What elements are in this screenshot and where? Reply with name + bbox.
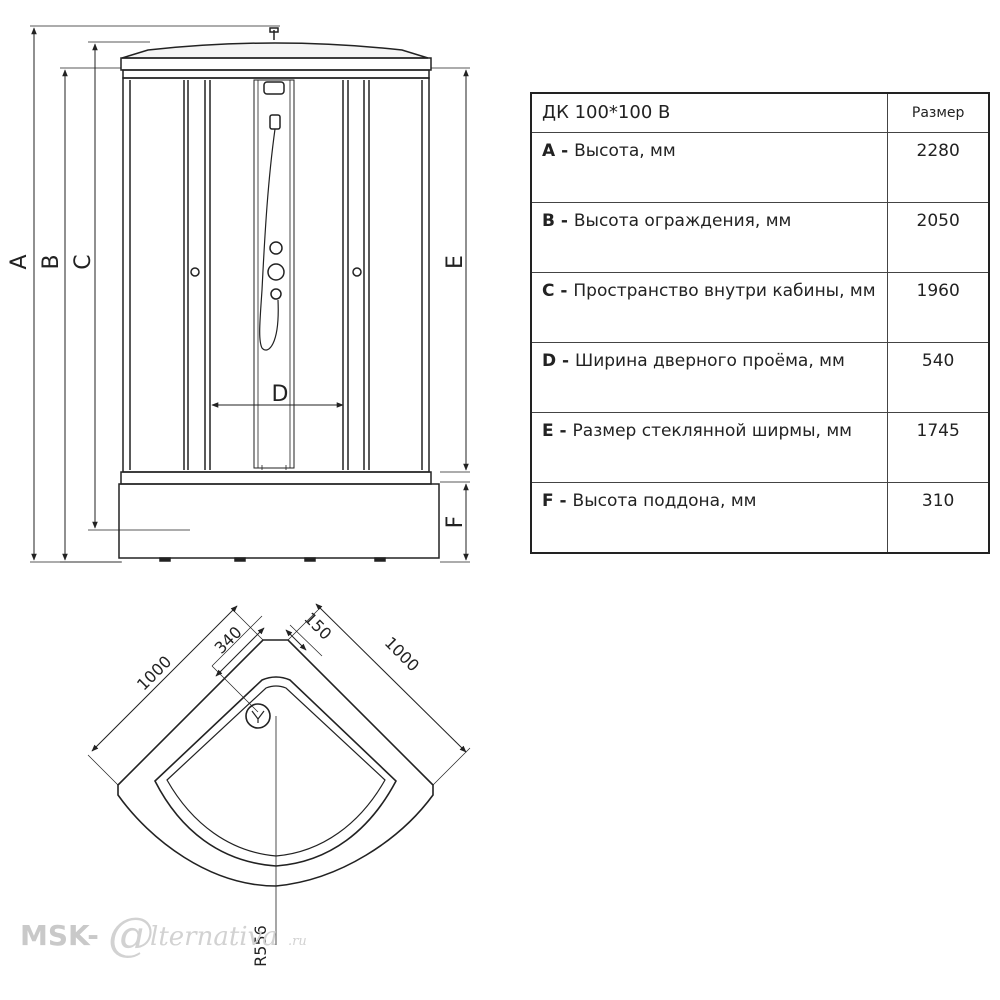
label-a: A [7, 254, 32, 269]
shower-hose [259, 128, 279, 351]
label-side-right: 1000 [381, 633, 423, 675]
svg-text:MSK-: MSK- [20, 919, 99, 952]
table-row: F - Высота поддона, мм 310 [530, 482, 990, 554]
watermark-logo: MSK- @ lternativa .ru [20, 907, 307, 961]
label-f: F [443, 516, 468, 529]
cabin-roof [121, 42, 429, 59]
shower-tray [118, 483, 440, 559]
control-knob-3 [270, 288, 282, 300]
svg-text:lternativa: lternativa [150, 922, 278, 952]
label-150: 150 [300, 609, 335, 644]
label-radius: R556 [251, 925, 270, 967]
door-handle-left [190, 267, 200, 277]
specifications-table: ДК 100*100 В Размер A - Высота, мм 2280 … [530, 92, 990, 554]
label-side-left: 1000 [133, 652, 175, 694]
rain-shower-head [263, 81, 285, 95]
table-row: C - Пространство внутри кабины, мм 1960 [530, 272, 990, 343]
control-knob-1 [269, 241, 283, 255]
cabin-top-frame [120, 57, 432, 71]
label-b: B [39, 254, 64, 269]
tray-dimensions [87, 603, 471, 945]
tray-basin-outer [154, 676, 397, 867]
table-row: B - Высота ограждения, мм 2050 [530, 202, 990, 273]
label-e: E [443, 255, 468, 269]
cabin-front-view [118, 27, 440, 562]
shower-panel [253, 79, 295, 469]
door-handle-right [352, 267, 362, 277]
control-knob-2 [267, 263, 285, 281]
dimension-side-left [91, 605, 238, 752]
svg-text:@: @ [108, 907, 154, 961]
cabin-glass-enclosure [122, 77, 430, 473]
label-c: C [71, 254, 96, 269]
dimension-340 [215, 627, 265, 677]
table-row: A - Высота, мм 2280 [530, 132, 990, 203]
dimension-150 [285, 629, 307, 651]
label-d: D [272, 382, 289, 407]
front-view-dimensions [30, 25, 470, 563]
hand-shower-holder [269, 114, 281, 130]
tray-basin-inner [166, 685, 386, 857]
drain-icon [245, 703, 271, 729]
tray-rim [120, 471, 432, 485]
svg-text:.ru: .ru [288, 934, 307, 949]
table-title: ДК 100*100 В [530, 92, 889, 133]
table-row: E - Размер стеклянной ширмы, мм 1745 [530, 412, 990, 483]
tray-top-view [117, 639, 434, 887]
table-header-size: Размер [887, 92, 990, 133]
table-header-row: ДК 100*100 В Размер [530, 92, 990, 133]
table-row: D - Ширина дверного проёма, мм 540 [530, 342, 990, 413]
dimension-side-right [315, 603, 467, 753]
